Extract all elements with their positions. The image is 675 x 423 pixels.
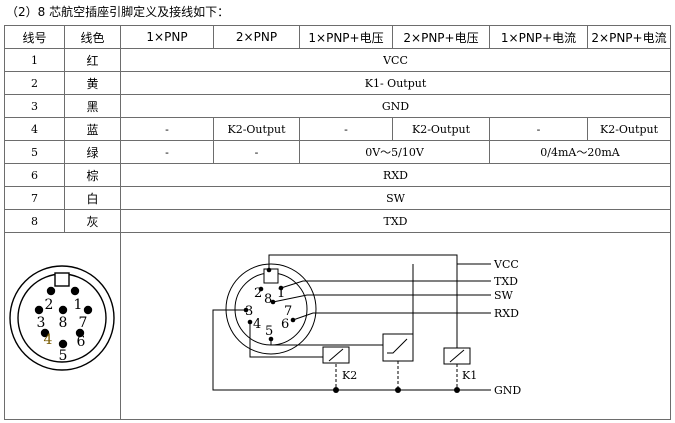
label-k1: K1 bbox=[462, 369, 477, 382]
wire-number: 4 bbox=[4, 117, 65, 141]
wire-color: 绿 bbox=[64, 140, 121, 164]
schematic-pin-numbers: 2 8 1 3 7 4 6 5 bbox=[245, 286, 292, 339]
pin-8-dot bbox=[58, 305, 68, 315]
wire-color: 白 bbox=[64, 186, 121, 210]
pin-function: - bbox=[120, 117, 214, 141]
schematic-pin-6: 6 bbox=[281, 317, 289, 332]
table-row: 5 绿 - - 0V～5/10V 0/4mA～20mA bbox=[4, 140, 671, 164]
schematic-pin-4: 4 bbox=[253, 317, 261, 332]
table-header-row: 线号 线色 1×PNP 2×PNP 1×PNP+电压 2×PNP+电压 1×PN… bbox=[4, 25, 671, 49]
pin-function: GND bbox=[120, 94, 671, 118]
label-sw: SW bbox=[494, 289, 514, 302]
wire-number: 5 bbox=[4, 140, 65, 164]
header-1pnp-voltage: 1×PNP+电压 bbox=[299, 25, 393, 49]
schematic-pin-7: 7 bbox=[284, 304, 292, 319]
pin-1-dot bbox=[70, 286, 80, 296]
wire-color: 黑 bbox=[64, 94, 121, 118]
pin-label-5: 5 bbox=[59, 348, 68, 364]
pin-label-7: 7 bbox=[79, 315, 88, 331]
connector-key-notch bbox=[54, 272, 70, 287]
pin-function: - bbox=[299, 117, 393, 141]
pin-function: VCC bbox=[120, 48, 671, 72]
table-row: 4 蓝 - K2-Output - K2-Output - K2-Output bbox=[4, 117, 671, 141]
wire-number: 3 bbox=[4, 94, 65, 118]
pin-function: TXD bbox=[120, 209, 671, 233]
wire-color: 蓝 bbox=[64, 117, 121, 141]
table-row: 7 白 SW bbox=[4, 186, 671, 210]
label-gnd: GND bbox=[494, 384, 521, 397]
connector-outer-ring bbox=[9, 265, 115, 371]
pin-function: - bbox=[489, 117, 588, 141]
pin-3-dot bbox=[34, 305, 44, 315]
junction-dots bbox=[243, 267, 460, 393]
wire-number: 6 bbox=[4, 163, 65, 187]
header-1pnp: 1×PNP bbox=[120, 25, 214, 49]
schematic-pin-1: 1 bbox=[277, 286, 285, 301]
pin-function: K2-Output bbox=[587, 117, 671, 141]
pin-label-3: 3 bbox=[37, 315, 46, 331]
wire-number: 7 bbox=[4, 186, 65, 210]
pin-5-dot bbox=[58, 339, 68, 349]
pin-label-4: 4 bbox=[44, 332, 53, 348]
label-txd: TXD bbox=[494, 275, 518, 288]
voltage-output-range: 0V～5/10V bbox=[299, 140, 490, 164]
pin-label-1: 1 bbox=[74, 297, 83, 313]
table-row: 1 红 VCC bbox=[4, 48, 671, 72]
pin-function: RXD bbox=[120, 163, 671, 187]
header-2pnp: 2×PNP bbox=[213, 25, 300, 49]
pin-4-dot bbox=[40, 328, 50, 338]
pin-6-dot bbox=[75, 328, 85, 338]
pin-function: K1- Output bbox=[120, 71, 671, 95]
schematic-pin-8: 8 bbox=[264, 292, 272, 307]
diagram-row: 2 1 3 8 7 4 6 5 bbox=[4, 232, 671, 420]
wiring-diagram-cell: 2 8 1 3 7 4 6 5 VCC TXD SW RXD GND K2 K1 bbox=[120, 232, 671, 420]
schematic-pin-5: 5 bbox=[265, 324, 273, 339]
wire-number: 8 bbox=[4, 209, 65, 233]
wiring-diagram: 2 8 1 3 7 4 6 5 VCC TXD SW RXD GND K2 K1 bbox=[212, 254, 521, 397]
wire-color: 黄 bbox=[64, 71, 121, 95]
pin-function: - bbox=[120, 140, 214, 164]
connector-face-diagram: 2 1 3 8 7 4 6 5 bbox=[9, 265, 115, 371]
header-2pnp-voltage: 2×PNP+电压 bbox=[392, 25, 490, 49]
label-vcc: VCC bbox=[493, 258, 519, 271]
pin-function: K2-Output bbox=[392, 117, 490, 141]
pin-2-dot bbox=[46, 286, 56, 296]
table-row: 3 黑 GND bbox=[4, 94, 671, 118]
pin-definition-table: 线号 线色 1×PNP 2×PNP 1×PNP+电压 2×PNP+电压 1×PN… bbox=[4, 25, 671, 420]
wire-number: 2 bbox=[4, 71, 65, 95]
wire-color: 灰 bbox=[64, 209, 121, 233]
pin-label-2: 2 bbox=[45, 297, 54, 313]
section-heading: （2）8 芯航空插座引脚定义及接线如下： bbox=[6, 5, 230, 19]
table-row: 8 灰 TXD bbox=[4, 209, 671, 233]
pin-label-6: 6 bbox=[77, 334, 86, 350]
header-2pnp-current: 2×PNP+电流 bbox=[587, 25, 671, 49]
schematic-pin-3: 3 bbox=[245, 304, 253, 319]
pin-function: - bbox=[213, 140, 300, 164]
current-output-range: 0/4mA～20mA bbox=[489, 140, 671, 164]
wire-color: 红 bbox=[64, 48, 121, 72]
pin-function: SW bbox=[120, 186, 671, 210]
label-rxd: RXD bbox=[494, 307, 519, 320]
table-row: 2 黄 K1- Output bbox=[4, 71, 671, 95]
pin-label-8: 8 bbox=[59, 315, 68, 331]
wire-color: 棕 bbox=[64, 163, 121, 187]
schematic-pin-2: 2 bbox=[254, 286, 262, 301]
connector-face-cell: 2 1 3 8 7 4 6 5 bbox=[4, 232, 121, 420]
pin-7-dot bbox=[83, 305, 93, 315]
pin-function: K2-Output bbox=[213, 117, 300, 141]
header-wire-number: 线号 bbox=[4, 25, 65, 49]
signal-labels: VCC TXD SW RXD GND K2 K1 bbox=[342, 258, 521, 397]
header-wire-color: 线色 bbox=[64, 25, 121, 49]
header-1pnp-current: 1×PNP+电流 bbox=[489, 25, 588, 49]
table-row: 6 棕 RXD bbox=[4, 163, 671, 187]
wire-number: 1 bbox=[4, 48, 65, 72]
label-k2: K2 bbox=[342, 369, 357, 382]
